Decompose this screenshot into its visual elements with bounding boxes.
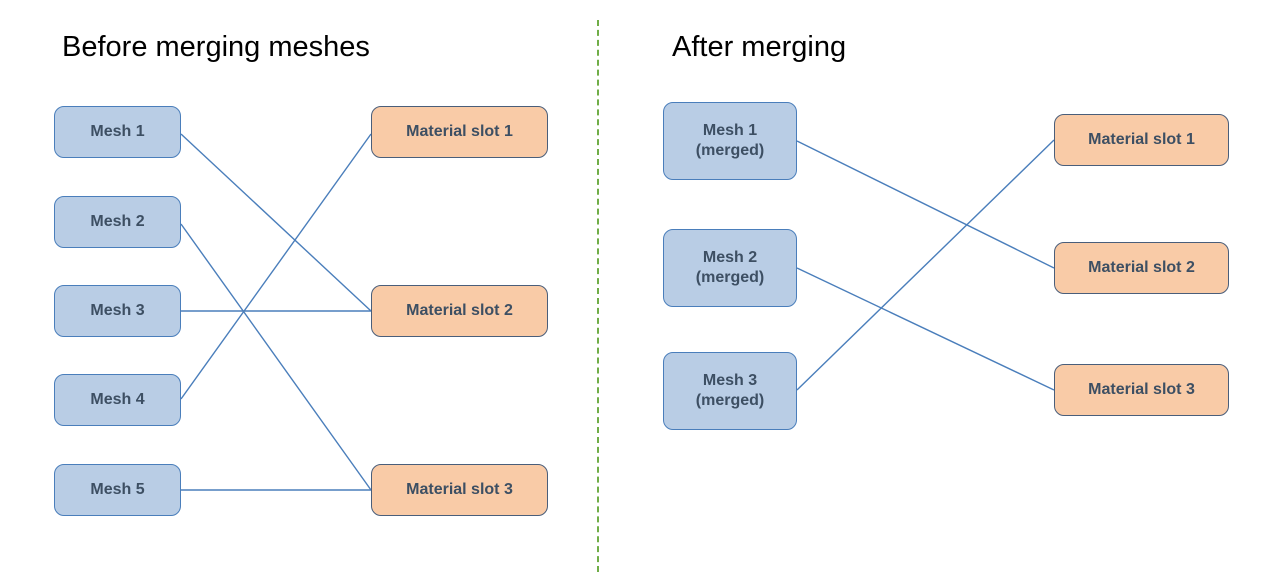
node-merged-material-slot-2[interactable]: Material slot 2 — [1054, 242, 1229, 294]
link-mesh4-slot1 — [180, 133, 372, 400]
link-merged-mesh3-slot1 — [796, 139, 1055, 391]
node-mesh-3[interactable]: Mesh 3 — [54, 285, 181, 337]
node-merged-material-slot-1[interactable]: Material slot 1 — [1054, 114, 1229, 166]
link-merged-mesh2-slot3 — [796, 267, 1055, 391]
node-merged-mesh-3[interactable]: Mesh 3 (merged) — [663, 352, 797, 430]
right-panel-title: After merging — [672, 31, 847, 63]
node-material-slot-1[interactable]: Material slot 1 — [371, 106, 548, 158]
panel-divider — [597, 20, 599, 572]
link-mesh2-slot3 — [180, 223, 372, 491]
link-merged-mesh1-slot2 — [796, 140, 1055, 269]
left-panel-title: Before merging meshes — [62, 31, 370, 63]
node-mesh-2[interactable]: Mesh 2 — [54, 196, 181, 248]
node-material-slot-2[interactable]: Material slot 2 — [371, 285, 548, 337]
link-mesh1-slot2 — [180, 133, 372, 312]
node-merged-material-slot-3[interactable]: Material slot 3 — [1054, 364, 1229, 416]
node-merged-mesh-1[interactable]: Mesh 1 (merged) — [663, 102, 797, 180]
node-material-slot-3[interactable]: Material slot 3 — [371, 464, 548, 516]
node-mesh-4[interactable]: Mesh 4 — [54, 374, 181, 426]
node-mesh-1[interactable]: Mesh 1 — [54, 106, 181, 158]
node-mesh-5[interactable]: Mesh 5 — [54, 464, 181, 516]
node-merged-mesh-2[interactable]: Mesh 2 (merged) — [663, 229, 797, 307]
